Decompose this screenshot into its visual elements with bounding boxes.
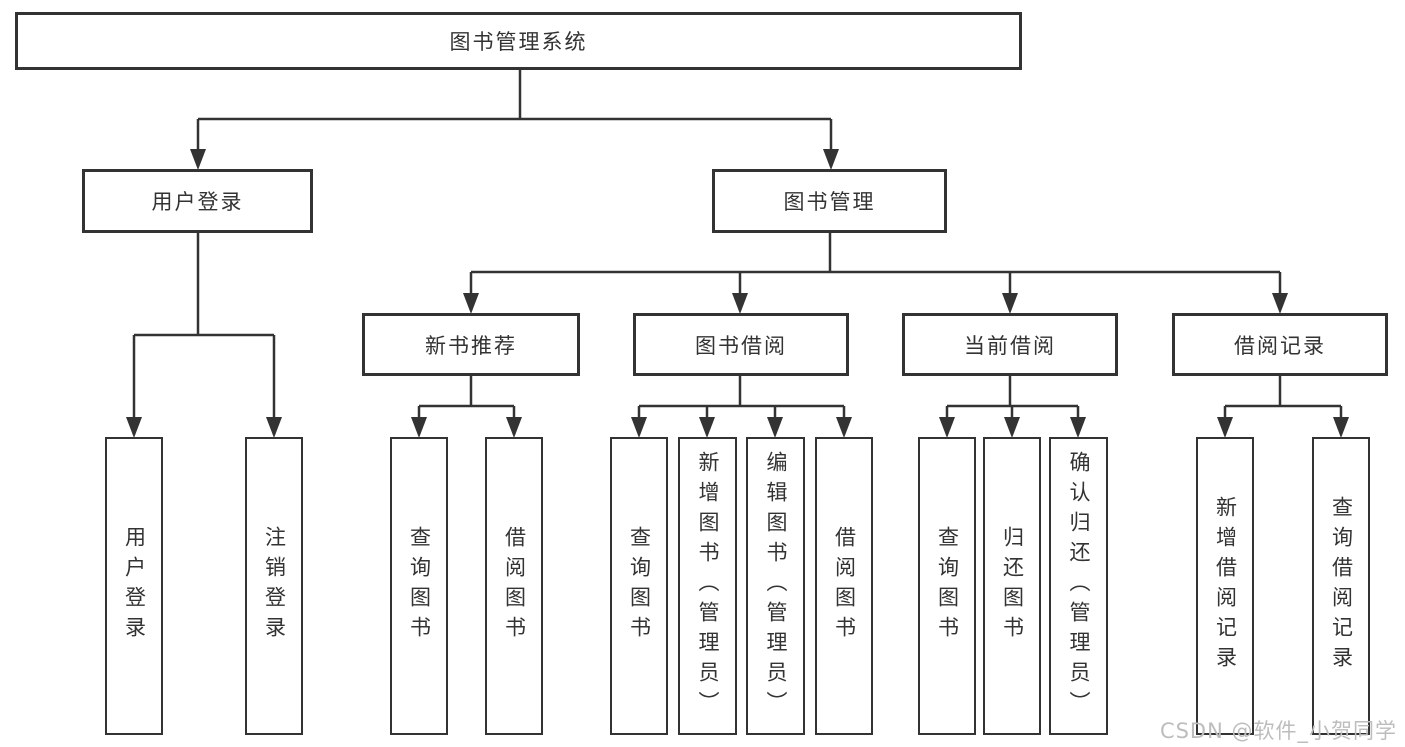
leaf-borrow-books-1: 借阅图书 <box>485 437 543 735</box>
leaf-add-book-admin: 新增图书（管理员） <box>678 437 737 735</box>
leaf-query-borrow-record: 查询借阅记录 <box>1312 437 1370 735</box>
node-label: 图书管理系统 <box>449 30 588 54</box>
node-borrowing-records: 借阅记录 <box>1172 313 1388 376</box>
node-label: 查询图书 <box>627 526 652 646</box>
node-label: 图书借阅 <box>695 333 787 358</box>
node-label: 确认归还（管理员） <box>1067 451 1091 721</box>
leaf-user-login: 用户登录 <box>105 437 163 735</box>
arrowheads <box>126 149 1349 438</box>
node-label: 注销登录 <box>262 526 287 646</box>
node-book-management: 图书管理 <box>712 169 947 233</box>
node-label: 查询图书 <box>935 526 960 646</box>
node-label: 借阅记录 <box>1234 333 1326 358</box>
leaf-logout: 注销登录 <box>245 437 303 735</box>
leaf-return-book: 归还图书 <box>983 437 1041 735</box>
node-label: 借阅图书 <box>832 526 857 646</box>
leaf-add-borrow-record: 新增借阅记录 <box>1196 437 1254 735</box>
node-label: 图书管理 <box>783 190 876 214</box>
node-label: 归还图书 <box>1000 526 1025 646</box>
node-book-borrowing: 图书借阅 <box>633 313 849 376</box>
leaf-edit-book-admin: 编辑图书（管理员） <box>746 437 805 735</box>
node-label: 新增借阅记录 <box>1213 496 1238 676</box>
node-library-management-system: 图书管理系统 <box>15 12 1022 70</box>
leaf-confirm-return-admin: 确认归还（管理员） <box>1049 437 1108 735</box>
node-label: 查询图书 <box>407 526 432 646</box>
leaf-query-books-1: 查询图书 <box>390 437 448 735</box>
node-user-login: 用户登录 <box>82 169 313 233</box>
node-label: 编辑图书（管理员） <box>764 451 788 721</box>
node-label: 用户登录 <box>122 526 147 646</box>
node-label: 借阅图书 <box>502 526 527 646</box>
node-label: 新增图书（管理员） <box>696 451 720 721</box>
leaf-query-books-3: 查询图书 <box>918 437 976 735</box>
node-label: 用户登录 <box>151 190 244 214</box>
csdn-watermark: CSDN @软件_小贺同学 <box>1159 719 1397 743</box>
node-label: 查询借阅记录 <box>1329 496 1354 676</box>
node-new-book-recommend: 新书推荐 <box>362 313 580 376</box>
node-label: 当前借阅 <box>964 333 1056 358</box>
node-label: 新书推荐 <box>425 333 517 358</box>
node-current-borrowing: 当前借阅 <box>902 313 1118 376</box>
leaf-query-books-2: 查询图书 <box>610 437 668 735</box>
leaf-borrow-books-2: 借阅图书 <box>815 437 873 735</box>
